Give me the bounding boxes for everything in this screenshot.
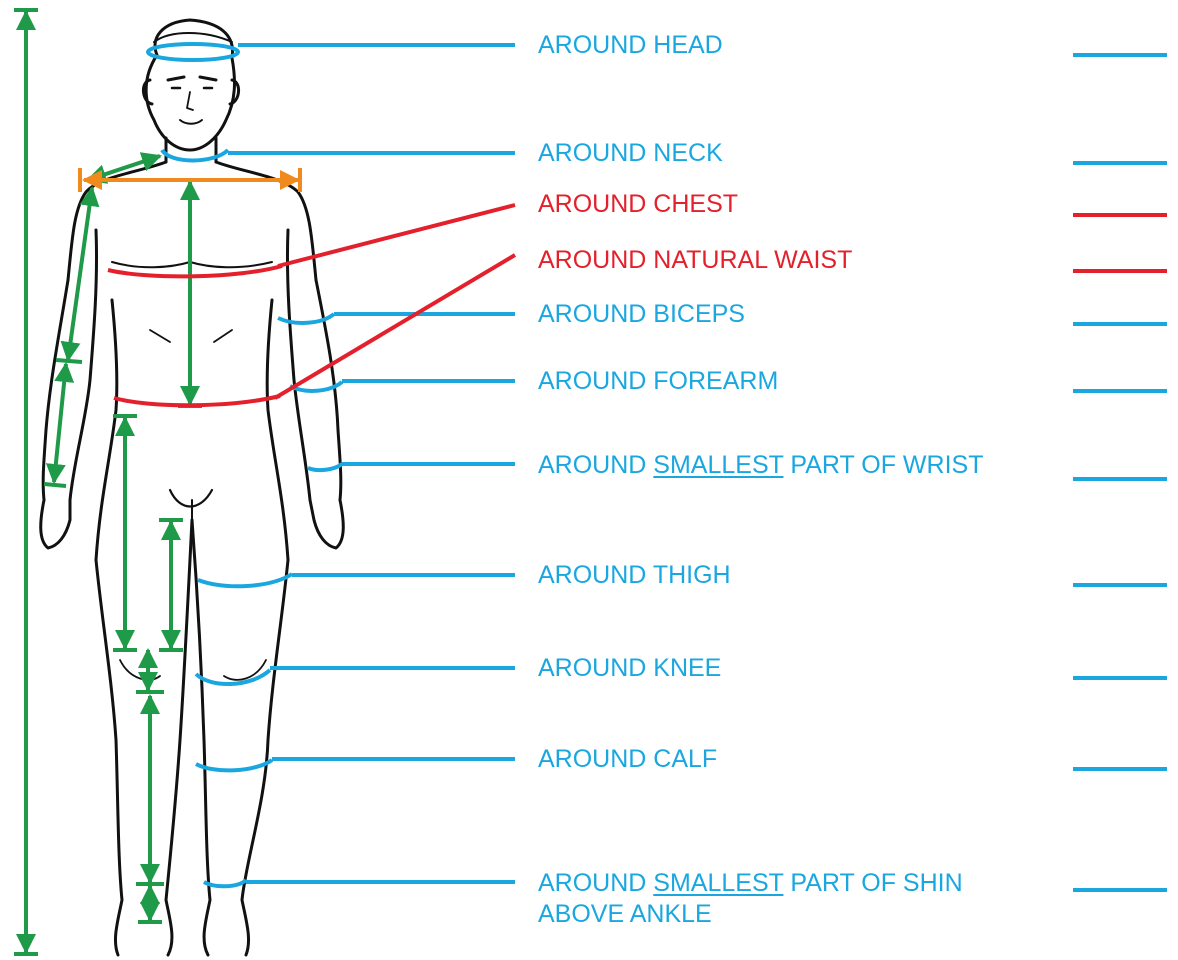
blank-neck xyxy=(1073,161,1167,165)
blank-calf xyxy=(1073,767,1167,771)
blank-wrist xyxy=(1073,477,1167,481)
label-around-shin: AROUND SMALLEST PART OF SHIN xyxy=(538,868,963,898)
label-around-chest: AROUND CHEST xyxy=(538,189,738,219)
blank-knee xyxy=(1073,676,1167,680)
blue-measure-loops xyxy=(148,44,515,886)
shin-label-underlined: SMALLEST xyxy=(653,869,783,897)
label-around-forearm: AROUND FOREARM xyxy=(538,366,778,396)
forearm-length-arrow xyxy=(54,364,66,482)
label-around-waist: AROUND NATURAL WAIST xyxy=(538,245,852,275)
label-around-neck: AROUND NECK xyxy=(538,138,723,168)
blank-thigh xyxy=(1073,583,1167,587)
wrist-label-prefix: AROUND xyxy=(538,451,653,479)
label-around-calf: AROUND CALF xyxy=(538,744,717,774)
wrist-label-suffix: PART OF WRIST xyxy=(783,451,983,479)
shin-label-prefix: AROUND xyxy=(538,869,653,897)
label-shin-line2: ABOVE ANKLE xyxy=(538,899,712,929)
blank-shin xyxy=(1073,888,1167,892)
label-around-head: AROUND HEAD xyxy=(538,30,723,60)
blank-waist xyxy=(1073,269,1167,273)
label-around-thigh: AROUND THIGH xyxy=(538,560,731,590)
label-around-knee: AROUND KNEE xyxy=(538,653,721,683)
blank-biceps xyxy=(1073,322,1167,326)
shin-label-suffix: PART OF SHIN xyxy=(783,869,962,897)
blank-head xyxy=(1073,53,1167,57)
label-around-wrist: AROUND SMALLEST PART OF WRIST xyxy=(538,450,983,480)
blank-chest xyxy=(1073,213,1167,217)
blank-forearm xyxy=(1073,389,1167,393)
wrist-label-underlined: SMALLEST xyxy=(653,451,783,479)
upper-arm-arrow xyxy=(68,188,92,360)
label-around-biceps: AROUND BICEPS xyxy=(538,299,745,329)
